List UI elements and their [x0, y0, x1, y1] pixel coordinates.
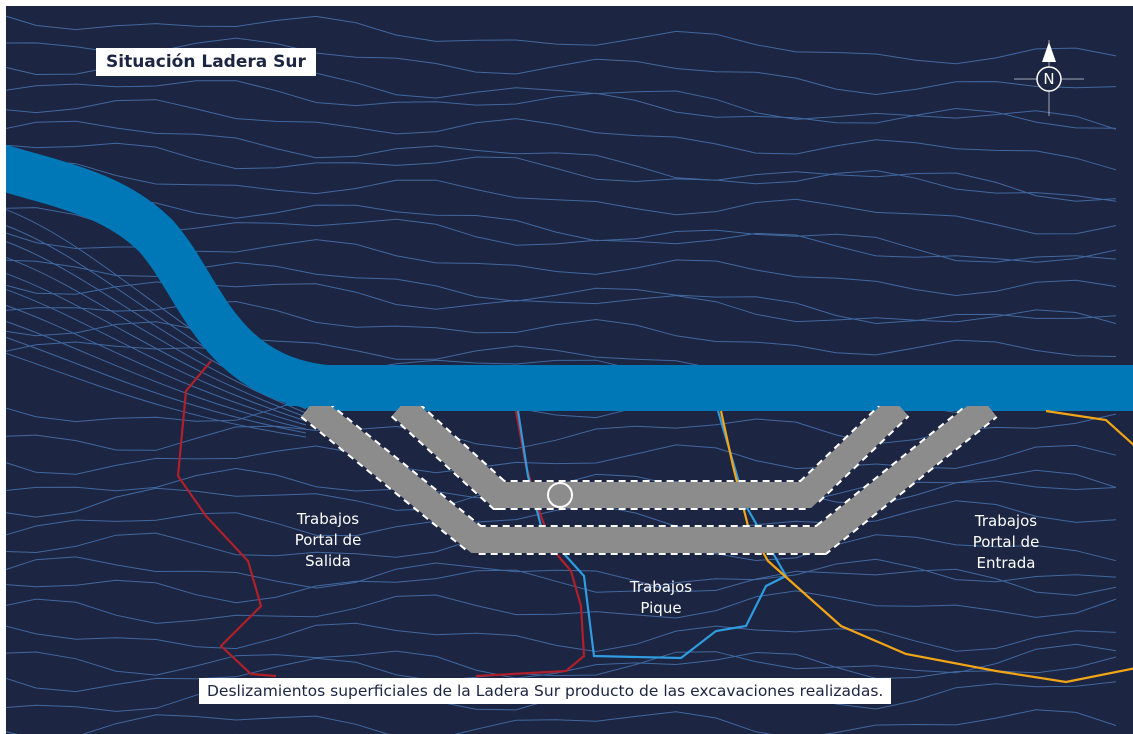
contour-line: [6, 159, 1117, 235]
contour-line: [6, 650, 1117, 679]
contour-line: [6, 622, 1117, 653]
map-caption: Deslizamientos superficiales de la Lader…: [199, 678, 892, 704]
north-letter: N: [1043, 70, 1055, 88]
river-edge: [286, 388, 1133, 406]
contour-line: [6, 558, 1117, 604]
contour-line: [6, 336, 307, 434]
tunnel-upper: [390, 394, 910, 510]
map-canvas: Situación Ladera Sur N Trabajos Portal d…: [6, 6, 1133, 734]
label-line: Portal de: [294, 531, 362, 549]
contour-line: [6, 643, 1117, 693]
label-line: Trabajos: [629, 578, 693, 596]
north-arrow-icon: N: [1014, 40, 1084, 120]
contour-line: [6, 320, 307, 430]
label-portal-salida: Trabajos Portal de Salida: [268, 509, 388, 572]
label-pique: Trabajos Pique: [601, 577, 721, 619]
label-portal-entrada: Trabajos Portal de Entrada: [946, 511, 1066, 574]
tunnel-lower: [300, 394, 998, 555]
contour-line: [6, 590, 1117, 624]
contour-line: [6, 99, 1117, 171]
contour-line: [6, 207, 1117, 263]
contour-line: [6, 142, 1117, 202]
contour-line: [6, 500, 1117, 537]
map-title: Situación Ladera Sur: [96, 48, 316, 76]
contour-line: [6, 80, 1117, 129]
label-line: Portal de: [972, 533, 1040, 551]
map-svg: [6, 15, 1133, 734]
contour-line: [6, 15, 1117, 65]
label-line: Salida: [305, 552, 351, 570]
contour-line: [6, 556, 1117, 596]
contour-line: [6, 257, 307, 414]
contour-line: [6, 184, 1117, 263]
contour-line: [6, 273, 307, 418]
contour-line: [6, 288, 307, 422]
contour-line: [6, 120, 1117, 202]
shaft-marker: [547, 482, 573, 508]
label-line: Trabajos: [296, 510, 360, 528]
river: [6, 144, 1133, 411]
label-line: Trabajos: [974, 512, 1038, 530]
contour-line: [6, 37, 1117, 96]
contour-line: [6, 709, 1117, 734]
label-line: Pique: [640, 599, 682, 617]
label-line: Entrada: [976, 554, 1036, 572]
contour-line: [6, 304, 307, 426]
contour-line: [6, 352, 307, 438]
